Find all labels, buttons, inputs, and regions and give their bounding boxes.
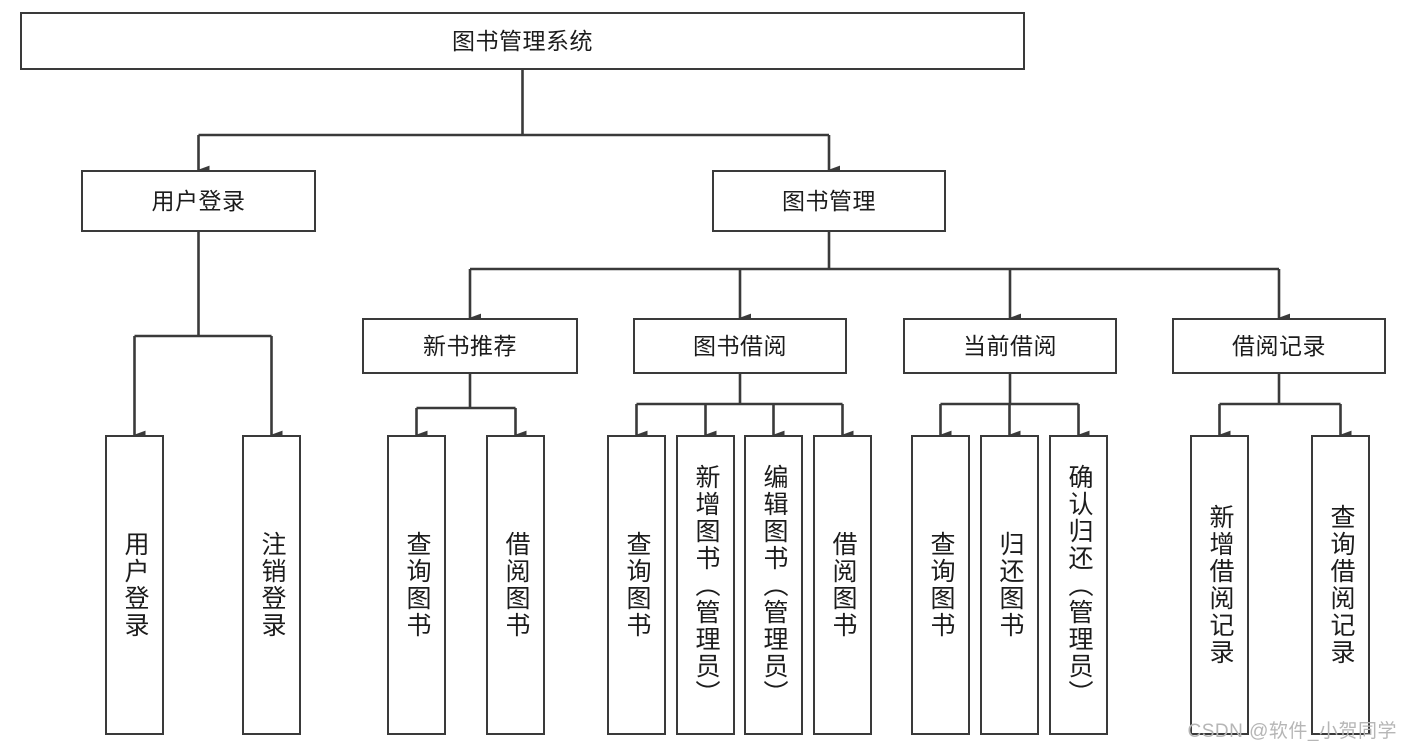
node-label: 借阅图书 xyxy=(502,531,530,639)
node-label: 新增借阅记录 xyxy=(1206,504,1234,666)
node-label: 查询图书 xyxy=(623,531,651,639)
node-label: 查询图书 xyxy=(927,531,955,639)
node-label: 归还图书 xyxy=(996,531,1024,639)
node-label: 新增图书（管理员） xyxy=(692,463,720,707)
node-bookmgmt[interactable]: 图书管理 xyxy=(712,170,946,232)
node-label: 图书借阅 xyxy=(693,332,787,359)
node-borrow[interactable]: 图书借阅 xyxy=(633,318,847,374)
node-label: 编辑图书（管理员） xyxy=(760,463,788,707)
node-label: 确认归还（管理员） xyxy=(1065,463,1093,707)
node-label: 图书管理系统 xyxy=(452,27,593,54)
node-current[interactable]: 当前借阅 xyxy=(903,318,1117,374)
node-leaf-b-add[interactable]: 新增图书（管理员） xyxy=(676,435,735,735)
node-label: 图书管理 xyxy=(782,187,876,214)
node-leaf-c-return[interactable]: 归还图书 xyxy=(980,435,1039,735)
connector-lines xyxy=(133,70,1352,440)
node-leaf-nb-borrow[interactable]: 借阅图书 xyxy=(486,435,545,735)
node-leaf-c-confirm[interactable]: 确认归还（管理员） xyxy=(1049,435,1108,735)
watermark-text: CSDN @软件_小贺同学 xyxy=(1187,721,1397,742)
node-leaf-b-query[interactable]: 查询图书 xyxy=(607,435,666,735)
node-label: 查询借阅记录 xyxy=(1327,504,1355,666)
node-login[interactable]: 用户登录 xyxy=(81,170,316,232)
node-newbook[interactable]: 新书推荐 xyxy=(362,318,578,374)
node-label: 注销登录 xyxy=(258,531,286,639)
node-label: 新书推荐 xyxy=(423,332,517,359)
node-leaf-c-query[interactable]: 查询图书 xyxy=(911,435,970,735)
node-leaf-r-add[interactable]: 新增借阅记录 xyxy=(1190,435,1249,735)
node-leaf-b-borrow[interactable]: 借阅图书 xyxy=(813,435,872,735)
node-label: 当前借阅 xyxy=(963,332,1057,359)
node-root[interactable]: 图书管理系统 xyxy=(20,12,1025,70)
node-records[interactable]: 借阅记录 xyxy=(1172,318,1386,374)
node-label: 借阅图书 xyxy=(829,531,857,639)
node-leaf-logout[interactable]: 注销登录 xyxy=(242,435,301,735)
node-label: 用户登录 xyxy=(121,531,149,639)
node-label: 用户登录 xyxy=(151,187,246,214)
node-leaf-nb-query[interactable]: 查询图书 xyxy=(387,435,446,735)
node-label: 查询图书 xyxy=(403,531,431,639)
node-label: 借阅记录 xyxy=(1232,332,1326,359)
node-leaf-login[interactable]: 用户登录 xyxy=(105,435,164,735)
node-leaf-b-edit[interactable]: 编辑图书（管理员） xyxy=(744,435,803,735)
node-leaf-r-query[interactable]: 查询借阅记录 xyxy=(1311,435,1370,735)
